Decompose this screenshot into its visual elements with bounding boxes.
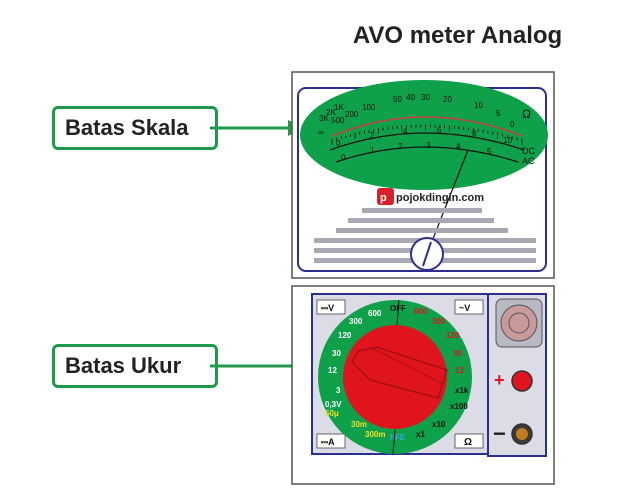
scale-arc-ac: [335, 146, 519, 163]
ohm-label: 40: [406, 93, 415, 102]
dcv-range: 600: [368, 309, 382, 318]
dca-ranges: 50μ 30m 300m: [325, 409, 385, 439]
scale-arc-ohm: [331, 116, 523, 137]
scale-arc-dc: [329, 132, 525, 151]
negative-jack-center: [516, 428, 528, 440]
ac-label: 2: [398, 142, 403, 151]
dc-labels: 0 2 4 6 8 10: [336, 126, 512, 148]
dcv-range: 3: [336, 386, 341, 395]
acv-range: 600: [414, 307, 428, 316]
plus-label: +: [494, 370, 505, 390]
ohm-label: 3K: [319, 114, 329, 123]
dca-label: ⎓A: [321, 437, 335, 447]
arrow-batas-skala: [210, 120, 305, 136]
dial-divider: [396, 299, 400, 326]
dcv-range: 120: [338, 331, 352, 340]
ohm-label: 10: [474, 101, 483, 110]
ac-labels: 0 1 2 3 4 5: [341, 141, 492, 162]
callout-batas-skala: Batas Skala: [52, 106, 218, 150]
ac-label-side: AC: [522, 156, 535, 166]
ohm-range: x1: [416, 430, 425, 439]
ac-label: 0: [341, 153, 346, 162]
acv-ranges: 600 300 120 30 12: [414, 307, 464, 375]
acv-range: 12: [455, 366, 464, 375]
ohm-range: x1k: [455, 386, 469, 395]
ac-label: 3: [426, 141, 431, 150]
screw-slot: [422, 241, 432, 267]
acv-box: [454, 299, 484, 315]
dcv-range: 30: [332, 349, 341, 358]
scale-ellipse: [300, 80, 548, 190]
ac-label: 1: [370, 146, 375, 155]
ohm-label: 200: [345, 110, 359, 119]
hfe-label: hFE: [390, 433, 406, 442]
dc-label: 0: [336, 139, 341, 148]
ohm-adjust-knob[interactable]: [500, 304, 538, 342]
ohm-label: 30: [421, 93, 430, 102]
ohm-label: 2K: [326, 108, 336, 117]
ohm-label: 1K: [334, 103, 344, 112]
dc-label: 4: [403, 127, 408, 136]
ohm-ranges: x1k x100 x10 x1: [416, 386, 469, 439]
selector-pointer: [351, 346, 448, 399]
watermark-logo: p: [377, 188, 394, 205]
meter-needle: [426, 149, 469, 255]
ohm-label: ∞: [318, 128, 324, 137]
svg-text:p: p: [380, 192, 387, 204]
acv-range: 300: [432, 317, 446, 326]
acv-label: ~V: [459, 303, 470, 313]
callout-batas-ukur-label: Batas Ukur: [65, 353, 182, 378]
dca-range: 300m: [365, 430, 385, 439]
ohm-label: 5: [496, 109, 501, 118]
ohm-labels: 3K 2K ∞ 1K 500 200 100 50 40 30 20 10 5 …: [318, 93, 515, 137]
ohm-label: 100: [362, 103, 376, 112]
callout-batas-skala-label: Batas Skala: [65, 115, 189, 140]
dc-label: 2: [370, 131, 375, 140]
diagram-title: AVO meter Analog: [352, 22, 563, 49]
positive-jack[interactable]: [511, 370, 533, 392]
ac-label: 4: [456, 142, 461, 151]
scale-ticks: [331, 124, 523, 145]
ohm-range-label: Ω: [464, 437, 472, 448]
dc-label: 6: [437, 126, 442, 135]
dcv-box: [316, 299, 346, 315]
ohm-symbol: Ω: [522, 107, 531, 121]
minus-label: −: [493, 421, 506, 446]
ohm-label: 20: [443, 95, 452, 104]
ohm-range: x10: [432, 420, 446, 429]
dca-range: 30m: [351, 420, 367, 429]
dcv-ranges: 600 300 120 30 12 3 0,3V: [325, 309, 382, 409]
dcv-range: 0,3V: [325, 400, 342, 409]
dial-divider: [392, 429, 396, 455]
dcv-label: ⎓V: [321, 303, 334, 313]
dcv-range: 300: [349, 317, 363, 326]
pointer-ridge: [371, 347, 444, 385]
dc-label-side: DC: [522, 146, 535, 156]
acv-range: 120: [446, 331, 460, 340]
dc-label: 8: [472, 129, 477, 138]
ac-label: 5: [487, 147, 492, 156]
dca-box: [316, 433, 346, 449]
dca-range: 50μ: [325, 409, 339, 418]
ohm-range: x100: [450, 402, 468, 411]
dc-label: 10: [503, 136, 512, 145]
ohm-label: 50: [393, 95, 402, 104]
ohm-adjust-knob-inner: [508, 312, 530, 334]
ohm-box: [454, 433, 484, 449]
ohm-label: 500: [331, 116, 345, 125]
dcv-range: 12: [328, 366, 337, 375]
acv-range: 30: [453, 349, 462, 358]
watermark-text: pojokdingin.com: [396, 192, 484, 204]
ohm-label: 0: [510, 120, 515, 129]
